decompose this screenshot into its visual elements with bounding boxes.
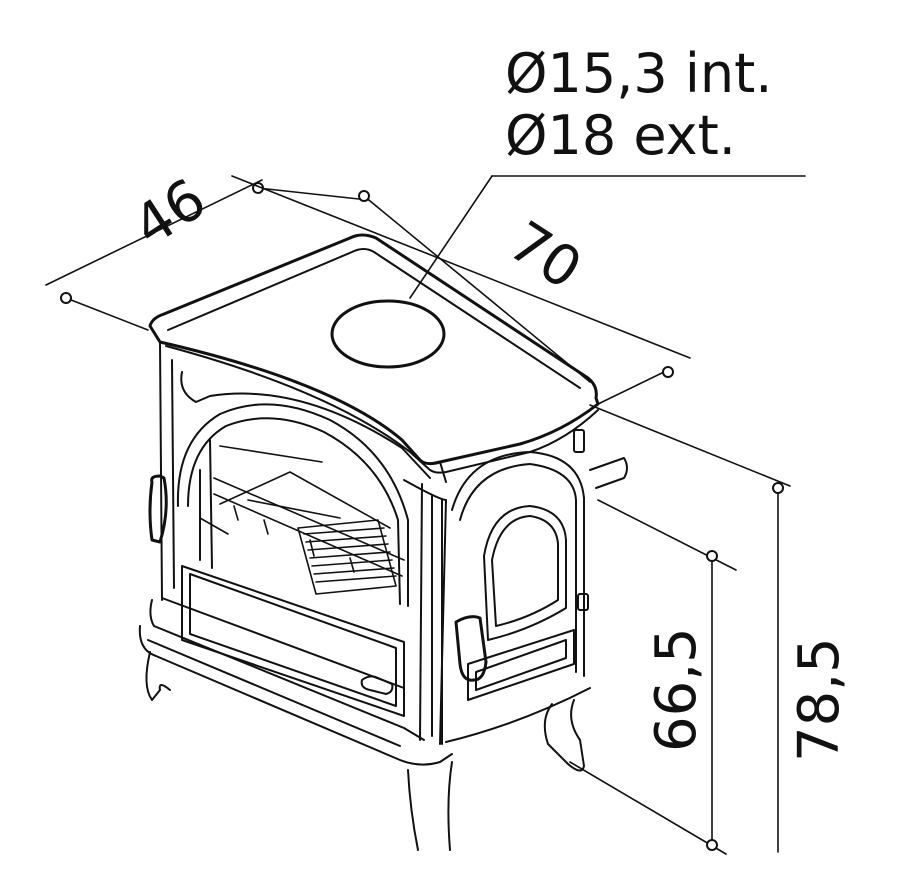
flue-height-dimension-label: 66,5 xyxy=(644,627,709,752)
stove-base xyxy=(138,597,453,766)
stove-legs xyxy=(145,651,585,851)
stove-right-panel xyxy=(439,429,628,745)
flue-external-diameter-label: Ø18 ext. xyxy=(505,104,736,167)
total-height-dimension-label: 78,5 xyxy=(787,637,852,762)
flue-internal-diameter-label: Ø15,3 int. xyxy=(505,42,772,105)
ash-drawer-knob xyxy=(360,675,394,695)
side-door-handle xyxy=(454,615,488,682)
front-door-handle xyxy=(148,474,168,544)
right-hinge-lower xyxy=(577,593,589,611)
fire-grate xyxy=(297,519,397,595)
width-dimension-line xyxy=(231,175,691,406)
flue-height-dimension-line xyxy=(569,499,737,855)
stove-top-plate xyxy=(148,233,600,483)
depth-dimension-label: 46 xyxy=(122,166,217,259)
stove-drawing xyxy=(138,233,628,851)
depth-dimension-line xyxy=(45,179,369,331)
stove-front-door xyxy=(176,403,409,607)
total-height-dimension-line xyxy=(589,404,791,853)
right-hinge-upper xyxy=(573,429,585,453)
width-dimension-label: 70 xyxy=(497,209,592,302)
flue-leader-line xyxy=(409,175,806,299)
flue-outlet-ring xyxy=(330,299,446,369)
